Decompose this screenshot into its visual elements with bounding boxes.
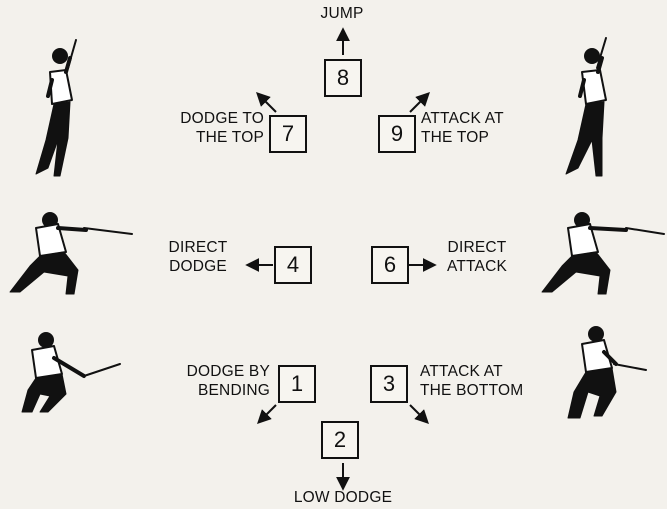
key-9-button[interactable]: 9 [378,115,416,153]
label-dodge-to-the-top: DODGE TO THE TOP [140,109,264,147]
key-3-button[interactable]: 3 [370,365,408,403]
fencer-figure-raised-right [566,38,606,176]
label-jump: JUMP [302,4,382,23]
label-direct-dodge-line2: DODGE [154,257,242,276]
fencer-figure-lunge-right [542,212,664,294]
label-attack-at-the-bottom: ATTACK AT THE BOTTOM [420,362,570,400]
key-2-button[interactable]: 2 [321,421,359,459]
fencer-figure-crouch-right [568,326,646,418]
label-attack-top-line2: THE TOP [421,128,551,147]
label-direct-dodge: DIRECT DODGE [154,238,242,276]
label-attack-bottom-line2: THE BOTTOM [420,381,570,400]
arrow-down-right [410,405,427,422]
label-direct-dodge-line1: DIRECT [154,238,242,257]
fencer-figure-crouch-left [22,332,120,412]
key-1-button[interactable]: 1 [278,365,316,403]
label-dodge-by-bending: DODGE BY BENDING [146,362,270,400]
label-direct-attack-line1: DIRECT [437,238,517,257]
label-direct-attack-line2: ATTACK [437,257,517,276]
label-jump-text: JUMP [302,4,382,23]
label-dodge-top-line1: DODGE TO [140,109,264,128]
label-dodge-top-line2: THE TOP [140,128,264,147]
label-attack-bottom-line1: ATTACK AT [420,362,570,381]
key-8-button[interactable]: 8 [324,59,362,97]
arrow-down-left [259,405,276,422]
label-attack-top-line1: ATTACK AT [421,109,551,128]
label-direct-attack: DIRECT ATTACK [437,238,517,276]
key-6-button[interactable]: 6 [371,246,409,284]
label-low-dodge-text: LOW DODGE [273,488,413,507]
fencer-figure-lunge-left [10,212,132,294]
key-4-button[interactable]: 4 [274,246,312,284]
fencer-figure-raised-left [36,40,76,176]
key-7-button[interactable]: 7 [269,115,307,153]
label-low-dodge: LOW DODGE [273,488,413,507]
label-dodge-bending-line2: BENDING [146,381,270,400]
label-attack-at-the-top: ATTACK AT THE TOP [421,109,551,147]
label-dodge-bending-line1: DODGE BY [146,362,270,381]
